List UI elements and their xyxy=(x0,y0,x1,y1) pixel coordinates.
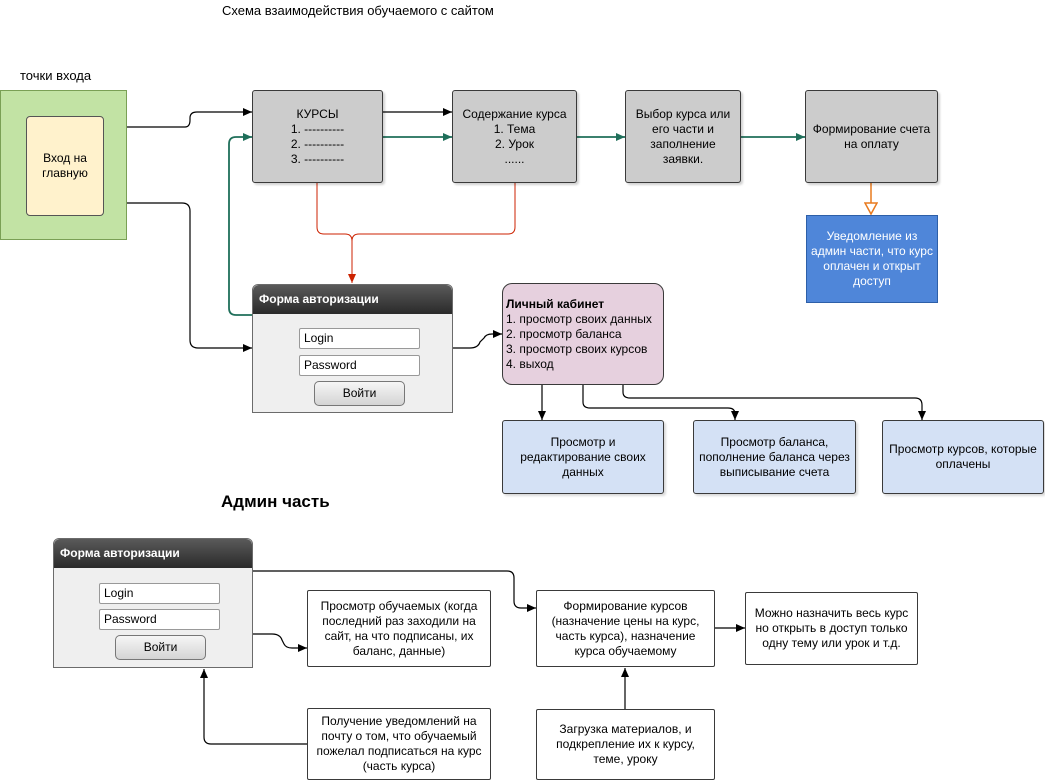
arrow-red-courses xyxy=(316,183,356,283)
upload-materials-box[interactable]: Загрузка материалов, и подкрепление их к… xyxy=(536,709,715,780)
diagram-title: Схема взаимодействия обучаемого с сайтом xyxy=(222,3,494,18)
content-item: 1. Тема xyxy=(493,121,536,136)
courses-title: КУРСЫ xyxy=(296,106,339,121)
cabinet-item: 1. просмотр своих данных xyxy=(506,312,652,326)
view-students-box[interactable]: Просмотр обучаемых (когда последний раз … xyxy=(307,590,491,667)
invoice-box[interactable]: Формирование счета на оплату xyxy=(805,90,938,183)
arrow-entry-to-courses xyxy=(127,108,252,128)
cabinet-title: Личный кабинет xyxy=(506,297,605,311)
entry-points-label: точки входа xyxy=(20,68,92,83)
arrow-notifications-auth xyxy=(200,669,316,748)
choose-course-box[interactable]: Выбор курса или его части и заполнение з… xyxy=(625,90,741,183)
admin-password-input[interactable]: Password xyxy=(99,609,220,630)
courses-item: 3. ---------- xyxy=(290,151,345,166)
arrow-admin-auth-to-students xyxy=(253,633,307,652)
courses-item: 1. ---------- xyxy=(290,121,345,136)
content-item: 2. Урок xyxy=(494,136,535,151)
view-balance-box[interactable]: Просмотр баланса, пополнение баланса чер… xyxy=(693,420,856,494)
arrow-admin-auth-to-form-courses xyxy=(253,570,536,612)
assign-note-box: Можно назначить весь курс но открыть в д… xyxy=(745,592,918,665)
admin-login-input[interactable]: Login xyxy=(99,583,220,604)
cabinet-item: 3. просмотр своих курсов xyxy=(506,342,648,356)
personal-cabinet-box[interactable]: Личный кабинет 1. просмотр своих данных … xyxy=(502,283,664,385)
courses-item: 2. ---------- xyxy=(290,136,345,151)
content-item: ...... xyxy=(504,151,525,166)
arrow-auth-to-courses xyxy=(228,133,252,316)
password-input[interactable]: Password xyxy=(299,355,420,376)
content-title: Содержание курса xyxy=(462,106,567,121)
courses-box[interactable]: КУРСЫ 1. ---------- 2. ---------- 3. ---… xyxy=(252,90,383,183)
cabinet-item: 4. выход xyxy=(506,357,554,371)
user-auth-form: Форма авторизации Login Password Войти xyxy=(252,284,453,413)
arrow-cabinet-to-balance xyxy=(582,385,739,420)
paid-notice-box: Уведомление из админ части, что курс опл… xyxy=(806,215,938,303)
view-edit-data-box[interactable]: Просмотр и редактирование своих данных xyxy=(502,420,664,494)
entry-points-container: Вход на главную xyxy=(0,90,127,240)
cabinet-item: 2. просмотр баланса xyxy=(506,327,622,341)
login-input[interactable]: Login xyxy=(299,328,420,349)
form-courses-box[interactable]: Формирование курсов (назначение цены на … xyxy=(536,590,715,667)
course-content-box[interactable]: Содержание курса 1. Тема 2. Урок ...... xyxy=(452,90,577,183)
arrow-entry-to-auth xyxy=(127,202,252,352)
arrow-red-content xyxy=(351,183,516,242)
admin-login-button[interactable]: Войти xyxy=(115,635,206,660)
arrow-cabinet-to-courses-view xyxy=(622,385,926,420)
notifications-box: Получение уведомлений на почту о том, чт… xyxy=(307,708,491,780)
view-paid-courses-box[interactable]: Просмотр курсов, которые оплачены xyxy=(882,420,1044,494)
user-auth-form-header: Форма авторизации xyxy=(253,285,452,314)
admin-auth-form: Форма авторизации Login Password Войти xyxy=(53,538,253,668)
login-button[interactable]: Войти xyxy=(314,381,405,406)
arrow-auth-to-cabinet xyxy=(453,330,502,349)
home-entry-box[interactable]: Вход на главную xyxy=(26,116,104,216)
admin-section-title: Админ часть xyxy=(221,492,330,511)
admin-auth-form-header: Форма авторизации xyxy=(54,539,252,568)
